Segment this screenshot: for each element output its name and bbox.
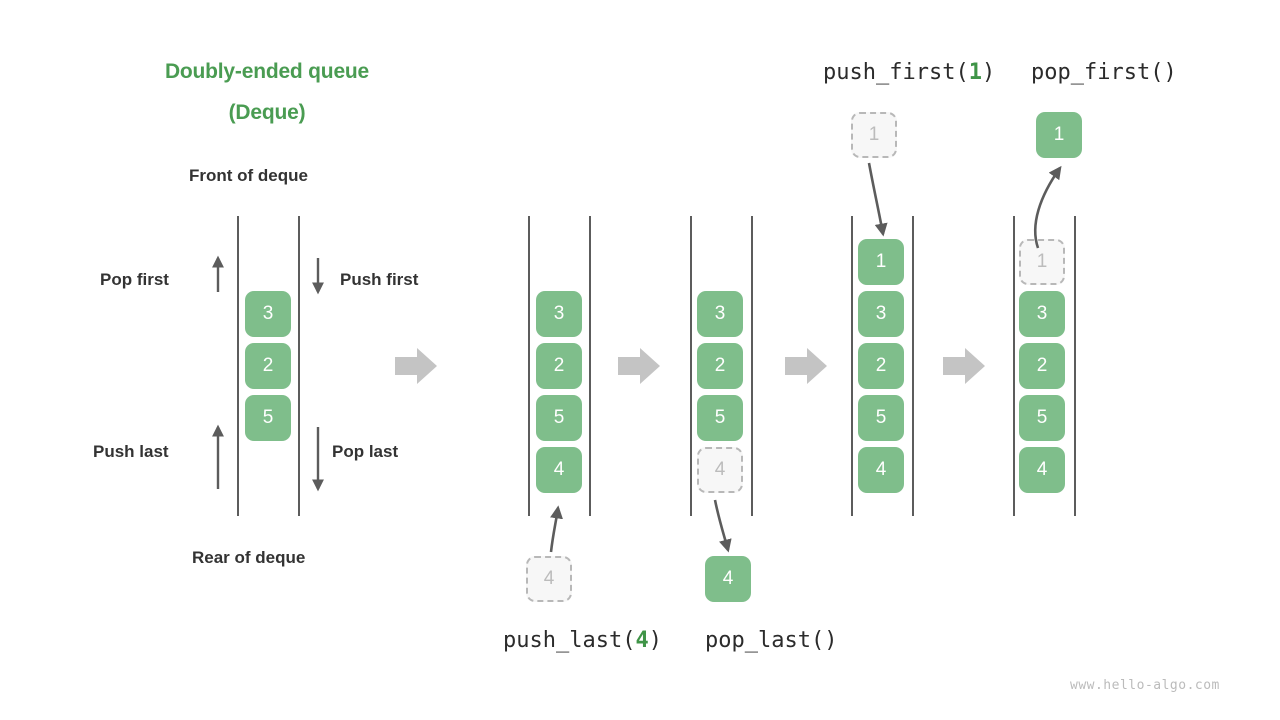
transition-arrow-4-icon xyxy=(943,348,985,384)
caption-push-first-close: ) xyxy=(981,60,996,85)
pop-first-label: Pop first xyxy=(100,270,169,289)
pop-last-motion-arrow-icon xyxy=(713,499,732,553)
transition-arrow-3-icon xyxy=(785,348,827,384)
stack-2-box-2: 5 xyxy=(536,395,582,441)
stack-1-box-1: 2 xyxy=(245,343,291,389)
stack-3-rail-right xyxy=(751,216,753,516)
caption-push-first-name: push_first( xyxy=(823,60,969,85)
stack-4-rail-right xyxy=(912,216,914,516)
caption-push-last-arg: 4 xyxy=(635,628,649,653)
stack-3-box-2: 5 xyxy=(697,395,743,441)
stack-2-incoming-ghost-box: 4 xyxy=(526,556,572,602)
rear-of-deque-label: Rear of deque xyxy=(192,548,306,567)
stack-5-box-0: 3 xyxy=(1019,291,1065,337)
pop-last-label: Pop last xyxy=(332,442,399,461)
caption-pop-first: pop_first() xyxy=(1031,60,1177,85)
stack-4-box-2: 2 xyxy=(858,343,904,389)
stack-5-outgoing-box: 1 xyxy=(1036,112,1082,158)
push-first-label: Push first xyxy=(340,270,419,289)
stack-5-rail-left xyxy=(1013,216,1015,516)
caption-push-last-close: ) xyxy=(648,628,662,653)
stack-2-rail-left xyxy=(528,216,530,516)
caption-push-last-name: push_last( xyxy=(503,628,636,653)
stack-4-box-0: 1 xyxy=(858,239,904,285)
caption-push-first-arg: 1 xyxy=(968,60,982,85)
stack-5-rail-right xyxy=(1074,216,1076,516)
caption-pop-last-close: ) xyxy=(824,628,838,653)
stack-3-box-0: 3 xyxy=(697,291,743,337)
page-title-line-2: (Deque) xyxy=(228,101,306,124)
push-last-motion-arrow-icon xyxy=(549,505,563,553)
pop-first-motion-arrow-icon xyxy=(1033,165,1062,249)
stack-3-removed-ghost-box: 4 xyxy=(697,447,743,493)
transition-arrow-2-icon xyxy=(618,348,660,384)
stack-5-box-1: 2 xyxy=(1019,343,1065,389)
stack-4-incoming-ghost-box: 1 xyxy=(851,112,897,158)
transition-arrow-1-icon xyxy=(395,348,437,384)
stack-4-box-1: 3 xyxy=(858,291,904,337)
caption-pop-last-name: pop_last( xyxy=(705,628,825,653)
stack-1-box-0: 3 xyxy=(245,291,291,337)
stack-3-rail-left xyxy=(690,216,692,516)
stack-4-box-3: 5 xyxy=(858,395,904,441)
stack-3-box-1: 2 xyxy=(697,343,743,389)
push-last-label: Push last xyxy=(93,442,169,461)
stack-2-box-3: 4 xyxy=(536,447,582,493)
caption-pop-first-name: pop_first( xyxy=(1031,60,1164,85)
stack-2-rail-right xyxy=(589,216,591,516)
stack-5-box-2: 5 xyxy=(1019,395,1065,441)
caption-push-first: push_first(1) xyxy=(823,60,995,85)
stack-1-box-2: 5 xyxy=(245,395,291,441)
page-title-line-1: Doubly-ended queue xyxy=(164,60,370,83)
front-of-deque-label: Front of deque xyxy=(189,166,308,185)
stack-4-box-4: 4 xyxy=(858,447,904,493)
stack-1-rail-right xyxy=(298,216,300,516)
push-first-motion-arrow-icon xyxy=(867,162,888,237)
caption-pop-first-close: ) xyxy=(1163,60,1177,85)
stack-5-removed-ghost-box: 1 xyxy=(1019,239,1065,285)
stack-3-outgoing-box: 4 xyxy=(705,556,751,602)
caption-pop-last: pop_last() xyxy=(705,628,837,653)
stack-2-box-1: 2 xyxy=(536,343,582,389)
stack-1-rail-left xyxy=(237,216,239,516)
stack-5-box-3: 4 xyxy=(1019,447,1065,493)
stack-2-box-0: 3 xyxy=(536,291,582,337)
watermark: www.hello-algo.com xyxy=(1070,678,1220,693)
caption-push-last: push_last(4) xyxy=(503,628,662,653)
stack-4-rail-left xyxy=(851,216,853,516)
